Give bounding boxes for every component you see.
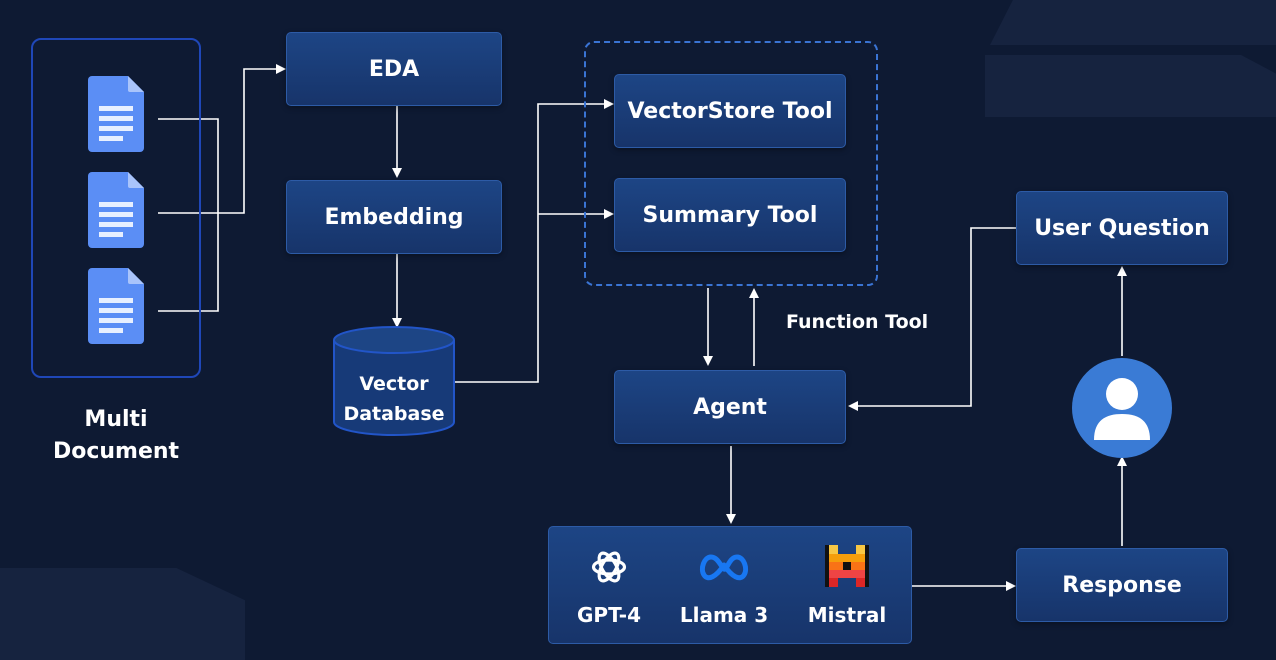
eda-node: EDA — [286, 32, 502, 106]
llm-item-mistral: Mistral — [792, 527, 902, 645]
vector-database-cylinder — [333, 326, 455, 436]
user-question-node: User Question — [1016, 191, 1228, 265]
vectorstore-tool-node: VectorStore Tool — [614, 74, 846, 148]
document-group — [31, 38, 201, 378]
mistral-icon — [825, 545, 869, 587]
llm-name-gpt4: GPT-4 — [577, 603, 641, 627]
response-node: Response — [1016, 548, 1228, 622]
llm-item-gpt4: GPT-4 — [554, 527, 664, 645]
summary-tool-node: Summary Tool — [614, 178, 846, 252]
doc-to-eda-arrow — [158, 64, 286, 214]
vector-database-label: Vector Database — [343, 373, 445, 425]
agent-node: Agent — [614, 370, 846, 444]
question-to-agent-arrow — [848, 227, 1016, 411]
llm-name-mistral: Mistral — [807, 603, 887, 627]
doc-connector — [158, 118, 219, 312]
document-icon — [88, 76, 144, 152]
multi-document-label: Multi Document — [52, 407, 180, 464]
llm-panel: GPT-4 Llama 3 Mistral — [548, 526, 912, 644]
openai-icon — [591, 551, 627, 583]
vectordb-to-tools-connector — [455, 99, 614, 383]
background-shape-right — [985, 55, 1276, 117]
function-tool-label: Function Tool — [786, 311, 929, 333]
llm-item-llama: Llama 3 — [669, 527, 779, 645]
meta-icon — [699, 554, 749, 581]
llm-name-llama: Llama 3 — [679, 603, 769, 627]
background-shape-top-right — [990, 0, 1276, 45]
background-shape-bottom-left — [0, 568, 245, 660]
document-icon — [88, 172, 144, 248]
embedding-node: Embedding — [286, 180, 502, 254]
document-icon — [88, 268, 144, 344]
user-icon — [1072, 358, 1172, 458]
tools-group — [584, 41, 878, 286]
